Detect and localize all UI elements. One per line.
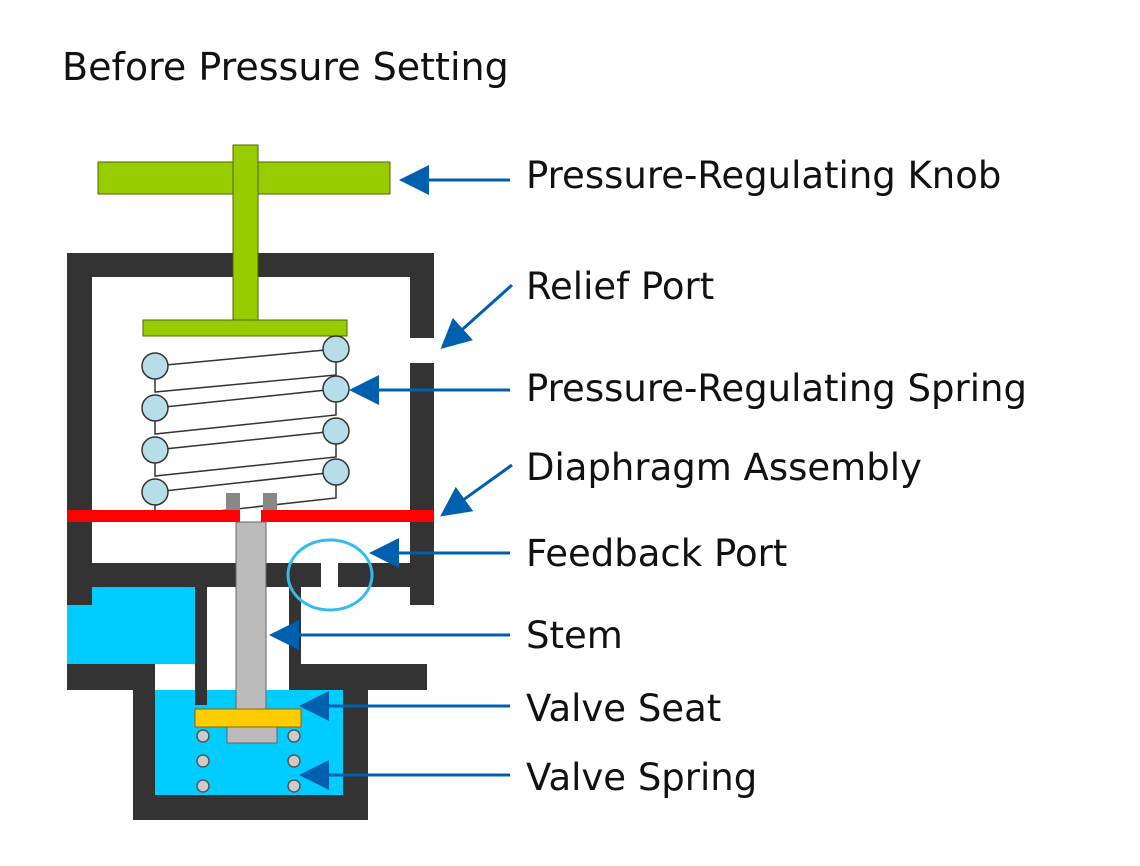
label-diaphragm: Diaphragm Assembly	[526, 446, 922, 489]
diaphragm	[67, 510, 434, 522]
diaphragm-posts	[226, 493, 277, 511]
regulating-knob	[97, 144, 391, 337]
feedback-port-ring	[286, 538, 374, 612]
leader-arrows	[269, 165, 514, 790]
fluid-region	[67, 586, 368, 800]
arrow-diaphragm	[440, 463, 513, 517]
label-valve-seat: Valve Seat	[526, 687, 721, 730]
label-knob: Pressure-Regulating Knob	[526, 154, 1001, 197]
arrow-relief-port	[440, 283, 514, 350]
stem	[226, 521, 278, 744]
regulating-spring	[141, 335, 350, 519]
label-stem: Stem	[526, 614, 623, 657]
label-regulating-spring: Pressure-Regulating Spring	[526, 367, 1027, 410]
label-feedback-port: Feedback Port	[526, 532, 787, 575]
diagram-title: Before Pressure Setting	[62, 45, 509, 89]
label-relief-port: Relief Port	[526, 265, 714, 308]
label-valve-spring: Valve Spring	[526, 756, 757, 799]
valve-seat	[194, 708, 302, 728]
